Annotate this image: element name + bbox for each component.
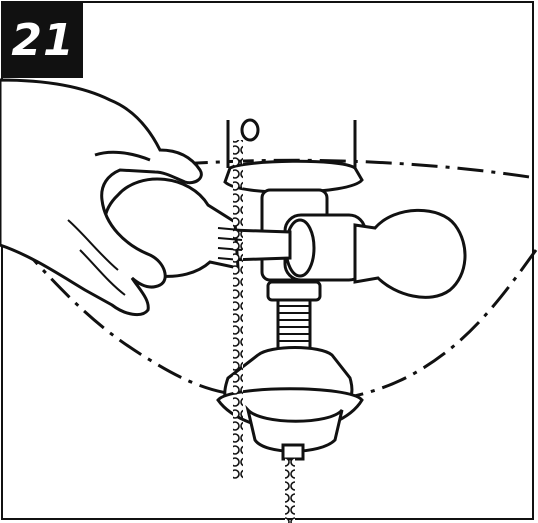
pull-chain-icon	[233, 118, 260, 480]
light-bulb-icon	[353, 208, 467, 299]
socket-icon	[228, 213, 367, 282]
hand-icon	[0, 78, 203, 317]
switch-housing-icon	[216, 280, 364, 461]
step-number-badge: 21	[3, 3, 83, 78]
pull-chain-icon	[285, 458, 295, 523]
